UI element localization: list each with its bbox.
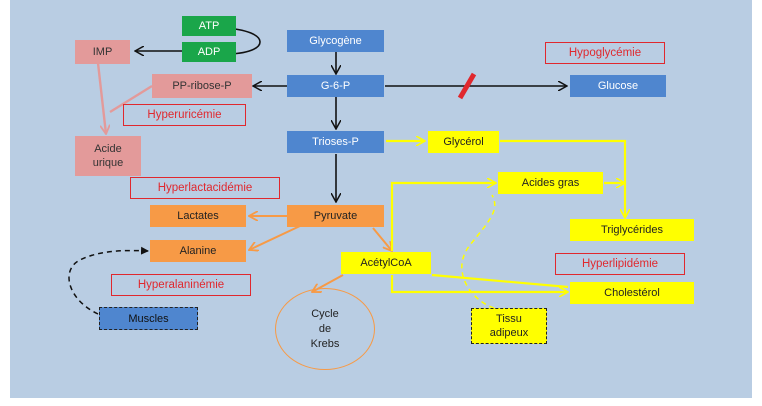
hypoglycemie-label: Hypoglycémie [545, 42, 665, 64]
right-frame [752, 0, 762, 406]
lactates-box: Lactates [150, 205, 246, 227]
glucose-box: Glucose [570, 75, 666, 97]
left-frame [0, 0, 10, 406]
hyperuricemie-label: Hyperuricémie [123, 104, 246, 126]
blocked-step-mark [457, 72, 477, 100]
glycerol-box: Glycérol [428, 131, 499, 153]
atp-box: ATP [182, 16, 236, 36]
acide-urique-box: Acide urique [75, 136, 141, 176]
muscles-box: Muscles [99, 307, 198, 330]
pp-ribose-p-box: PP-ribose-P [152, 74, 252, 98]
hyperlipidemie-label: Hyperlipidémie [555, 253, 685, 275]
hyperalaninemie-label: Hyperalaninémie [111, 274, 251, 296]
adp-box: ADP [182, 42, 236, 62]
g6p-box: G-6-P [287, 75, 384, 97]
trioses-p-box: Trioses-P [287, 131, 384, 153]
acetylcoa-box: AcétylCoA [341, 252, 431, 274]
cycle-de-krebs-circle: Cycle de Krebs [275, 288, 375, 370]
black-arrows [135, 27, 567, 202]
imp-box: IMP [75, 40, 130, 64]
acides-gras-box: Acides gras [498, 172, 603, 194]
alanine-box: Alanine [150, 240, 246, 262]
bottom-frame [0, 398, 762, 406]
glycogene-box: Glycogène [287, 30, 384, 52]
triglycerides-box: Triglycérides [570, 219, 694, 241]
cholesterol-box: Cholestérol [570, 282, 694, 304]
pink-arrows [96, 62, 153, 134]
pyruvate-box: Pyruvate [287, 205, 384, 227]
tissu-adipeux-box: Tissu adipeux [471, 308, 547, 344]
muscles-to-alanine-arrow [68, 246, 149, 315]
yellow-arrows [386, 141, 625, 292]
adipose-to-fatty-acids-dashed [461, 194, 496, 309]
hyperlactacidemie-label: Hyperlactacidémie [130, 177, 280, 199]
